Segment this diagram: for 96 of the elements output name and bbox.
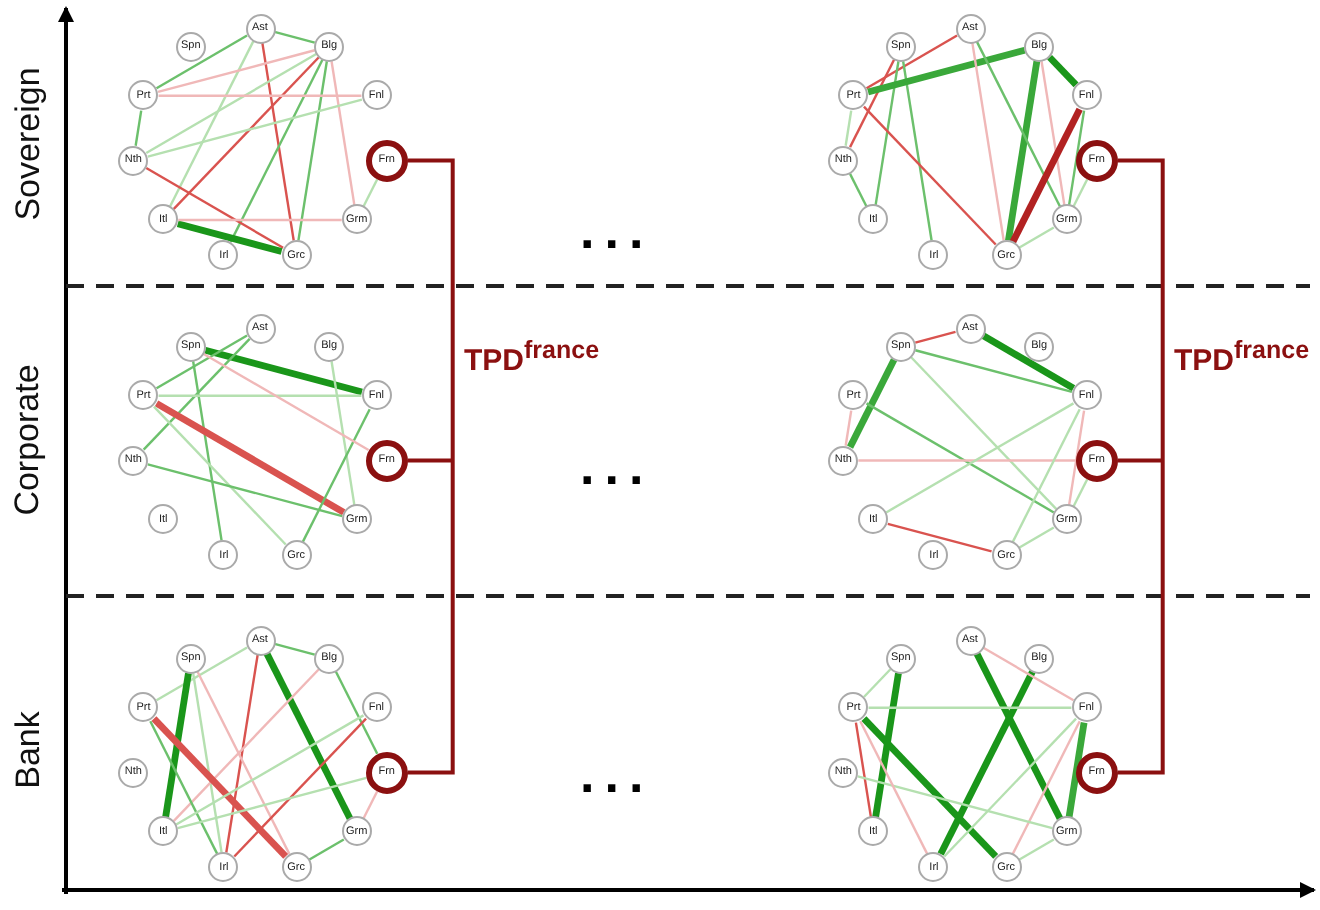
network-edge (865, 402, 1055, 514)
network-edge (874, 61, 900, 206)
network-edge (204, 347, 363, 396)
network-edge (982, 646, 1075, 702)
network-edge (176, 220, 283, 255)
network-edge (172, 56, 320, 210)
row-label: Corporate (7, 364, 48, 516)
network-edge (145, 52, 317, 154)
bracket-label: TPD$^{france}$ (1174, 336, 1310, 378)
network-edge (177, 776, 367, 830)
network-edge (155, 334, 248, 390)
network-edge (915, 349, 1073, 394)
network-edge (261, 42, 295, 241)
network-edge (172, 668, 320, 822)
network-edge (362, 178, 379, 208)
row-label: Sovereign (7, 67, 48, 221)
network-edge (937, 670, 1036, 856)
network-edge (147, 463, 343, 518)
network-edge (196, 671, 291, 855)
network-edge (868, 706, 1072, 709)
network-edge (191, 673, 223, 853)
network-edge (362, 790, 379, 820)
network-edge (274, 642, 315, 656)
network-edge (225, 654, 259, 853)
network-edge (1067, 410, 1086, 506)
network-edge (158, 394, 362, 397)
network-edge (867, 47, 1026, 96)
network-edge (857, 775, 1053, 830)
network-edge (142, 338, 251, 451)
network-edge (981, 332, 1076, 392)
network-edge (1072, 178, 1089, 208)
network-edge (863, 105, 997, 246)
row-label: Bank (7, 711, 48, 789)
network-edge (203, 352, 370, 451)
network-edge (334, 671, 379, 755)
network-edge (872, 672, 902, 818)
network-edge (1011, 408, 1081, 543)
ellipsis: ... (580, 436, 654, 498)
network-edge (145, 167, 284, 249)
network-edge (308, 838, 345, 861)
network-edge (155, 646, 248, 702)
network-edge (301, 408, 371, 543)
network-edge (274, 30, 315, 44)
network-edge (147, 98, 363, 158)
bracket-label: TPD$^{france}$ (464, 336, 600, 378)
network-edge (330, 61, 356, 206)
network-edge (1018, 838, 1055, 861)
network-edge (1047, 54, 1079, 88)
network-edge (1005, 60, 1041, 242)
network-edge (973, 651, 1064, 821)
network-edge (863, 668, 892, 698)
network-edge (1040, 61, 1066, 206)
network-edge (844, 110, 853, 146)
network-edge (233, 717, 367, 858)
ellipsis: ... (580, 200, 654, 262)
network-edge (915, 330, 956, 344)
network-edge (1072, 478, 1089, 508)
network-edge (971, 42, 1005, 241)
network-edge (901, 61, 933, 241)
network-edge (1011, 720, 1081, 855)
network-edge (154, 400, 346, 516)
network-edge (157, 49, 315, 94)
network-edge (263, 651, 354, 821)
network-edge (887, 522, 992, 553)
network-edge (1009, 107, 1083, 244)
network-edge (847, 358, 898, 449)
network-edge (858, 459, 1076, 462)
network-edge (134, 110, 143, 146)
network-edge (155, 34, 248, 90)
network-edge (162, 672, 192, 818)
network-edge (191, 361, 223, 541)
ellipsis: ... (580, 744, 654, 806)
network-edge (330, 361, 356, 506)
network-edge (178, 218, 342, 222)
network-edge (158, 94, 362, 97)
network-edge (151, 716, 289, 859)
network-edge (975, 40, 1062, 208)
network-edge (848, 173, 868, 208)
network-edge (848, 59, 896, 148)
network-edge (859, 720, 929, 855)
network-edge (1018, 226, 1055, 249)
network-edge (943, 717, 1077, 858)
network-edge (885, 402, 1075, 514)
network-edge (175, 714, 365, 826)
network-edge (910, 356, 1058, 510)
network-edge (865, 34, 958, 90)
network-edge (854, 722, 873, 818)
network-edge (1067, 110, 1086, 206)
network-edge (297, 61, 329, 241)
network-edge (1018, 526, 1055, 549)
network-edge (153, 405, 287, 546)
network-edge (149, 720, 219, 855)
network-edge (168, 40, 255, 208)
network-edge (1065, 722, 1088, 818)
network-edge (861, 716, 999, 859)
network-edge (844, 410, 853, 446)
